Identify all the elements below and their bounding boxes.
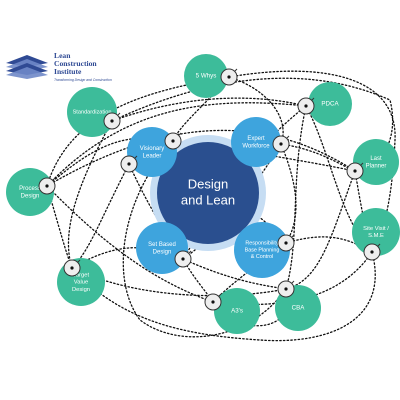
- lci-name-line-3: Institute: [54, 67, 82, 76]
- magnifier-circle-icon: [346, 162, 364, 180]
- magnifier-circle-icon: [174, 250, 192, 268]
- outer-node-label-line: Last: [370, 156, 382, 162]
- dotted-connector: [46, 102, 307, 187]
- magnifier-circle-icon: [164, 132, 182, 150]
- magnifier-circle-icon: [297, 97, 315, 115]
- lci-stacked-chevrons-icon: [6, 55, 48, 79]
- dotted-connector: [46, 185, 214, 303]
- dotted-connector: [285, 105, 307, 290]
- magnifier-circle-icon: [63, 259, 81, 277]
- inner-node-label-line: Base Planning: [245, 247, 280, 253]
- inner-node-circle: [234, 222, 290, 278]
- outer-node-label-line: CBA: [292, 305, 306, 312]
- magnifier-circle-icon: [272, 135, 290, 153]
- dotted-connector: [182, 258, 287, 290]
- inner-node-label-line: Responsibility: [245, 241, 279, 247]
- outer-node-circle: [184, 54, 228, 98]
- lci-tagline: Transforming Design and Construction: [54, 78, 112, 82]
- outer-node-circle: [214, 288, 260, 334]
- outer-node-label-line: S.M.E: [368, 233, 384, 239]
- magnifier-circle-icon: [277, 280, 295, 298]
- lci-name-line-1: Lean: [54, 51, 71, 60]
- magnifier-circle-icon: [363, 243, 381, 261]
- inner-node-label-line: Design: [153, 249, 172, 255]
- inner-node-label-line: Workforce: [242, 143, 270, 149]
- magnifier-circle-icon: [103, 112, 121, 130]
- outer-node-label-line: Target: [73, 272, 90, 278]
- center-title-line-2: and Lean: [181, 192, 235, 207]
- center-circle: [157, 142, 259, 244]
- outer-node-whys: 5 Whys: [184, 54, 228, 98]
- dotted-connector: [285, 170, 356, 290]
- outer-node-label-line: PDCA: [321, 101, 339, 108]
- dotted-connector: [228, 70, 396, 253]
- dotted-connector: [46, 129, 356, 187]
- outer-node-pdca: PDCA: [308, 82, 352, 126]
- dotted-connector: [111, 77, 394, 172]
- outer-node-label-line: Process: [19, 186, 41, 192]
- inner-node-label-line: Set Based: [148, 242, 176, 248]
- outer-node-circle: [353, 139, 399, 185]
- outer-node-label-line: Design: [21, 193, 40, 199]
- magnifier-circle-icon: [38, 177, 56, 195]
- inner-node-label-line: Visionary: [140, 146, 165, 152]
- magnifier-circle-icon: [204, 293, 222, 311]
- dotted-connector: [111, 97, 307, 122]
- outer-node-label-line: Design: [72, 287, 90, 293]
- inner-node-label-line: Expert: [247, 136, 265, 142]
- dotted-connector: [182, 105, 307, 260]
- outer-node-label-line: Planner: [366, 163, 387, 169]
- inner-node-label-line: Leader: [143, 153, 162, 159]
- lci-name-line-2: Construction: [54, 59, 97, 68]
- outer-node-standardization: Standardization: [67, 87, 117, 137]
- outer-node-sitevisit: Site Visit /S.M.E: [352, 208, 400, 256]
- dotted-connector: [71, 163, 130, 269]
- inner-node-circle: [127, 127, 177, 177]
- dotted-connector: [71, 251, 376, 342]
- outer-node-label-line: A3's: [231, 308, 243, 315]
- center-title-line-1: Design: [188, 176, 228, 191]
- magnifier-circle-icon: [120, 155, 138, 173]
- outer-node-label-line: Standardization: [73, 109, 112, 115]
- outer-node-circle: [352, 208, 400, 256]
- inner-node-circle: [231, 117, 281, 167]
- inner-node-label-line: & Control: [251, 254, 273, 260]
- outer-node-label-line: 5 Whys: [196, 73, 217, 80]
- magnifier-circle-icon: [277, 234, 295, 252]
- outer-node-label-line: Site Visit /: [363, 226, 389, 232]
- dotted-connector: [67, 120, 113, 269]
- connector-markers: [38, 68, 381, 311]
- outer-node-a3s: A3's: [214, 288, 260, 334]
- outer-node-label-line: Value: [74, 280, 88, 286]
- magnifier-circle-icon: [220, 68, 238, 86]
- lci-brand: Lean Construction Institute Transforming…: [4, 52, 116, 86]
- dotted-connector: [280, 143, 356, 172]
- lci-name: Lean Construction Institute: [54, 52, 97, 76]
- outer-node-circle: [308, 82, 352, 126]
